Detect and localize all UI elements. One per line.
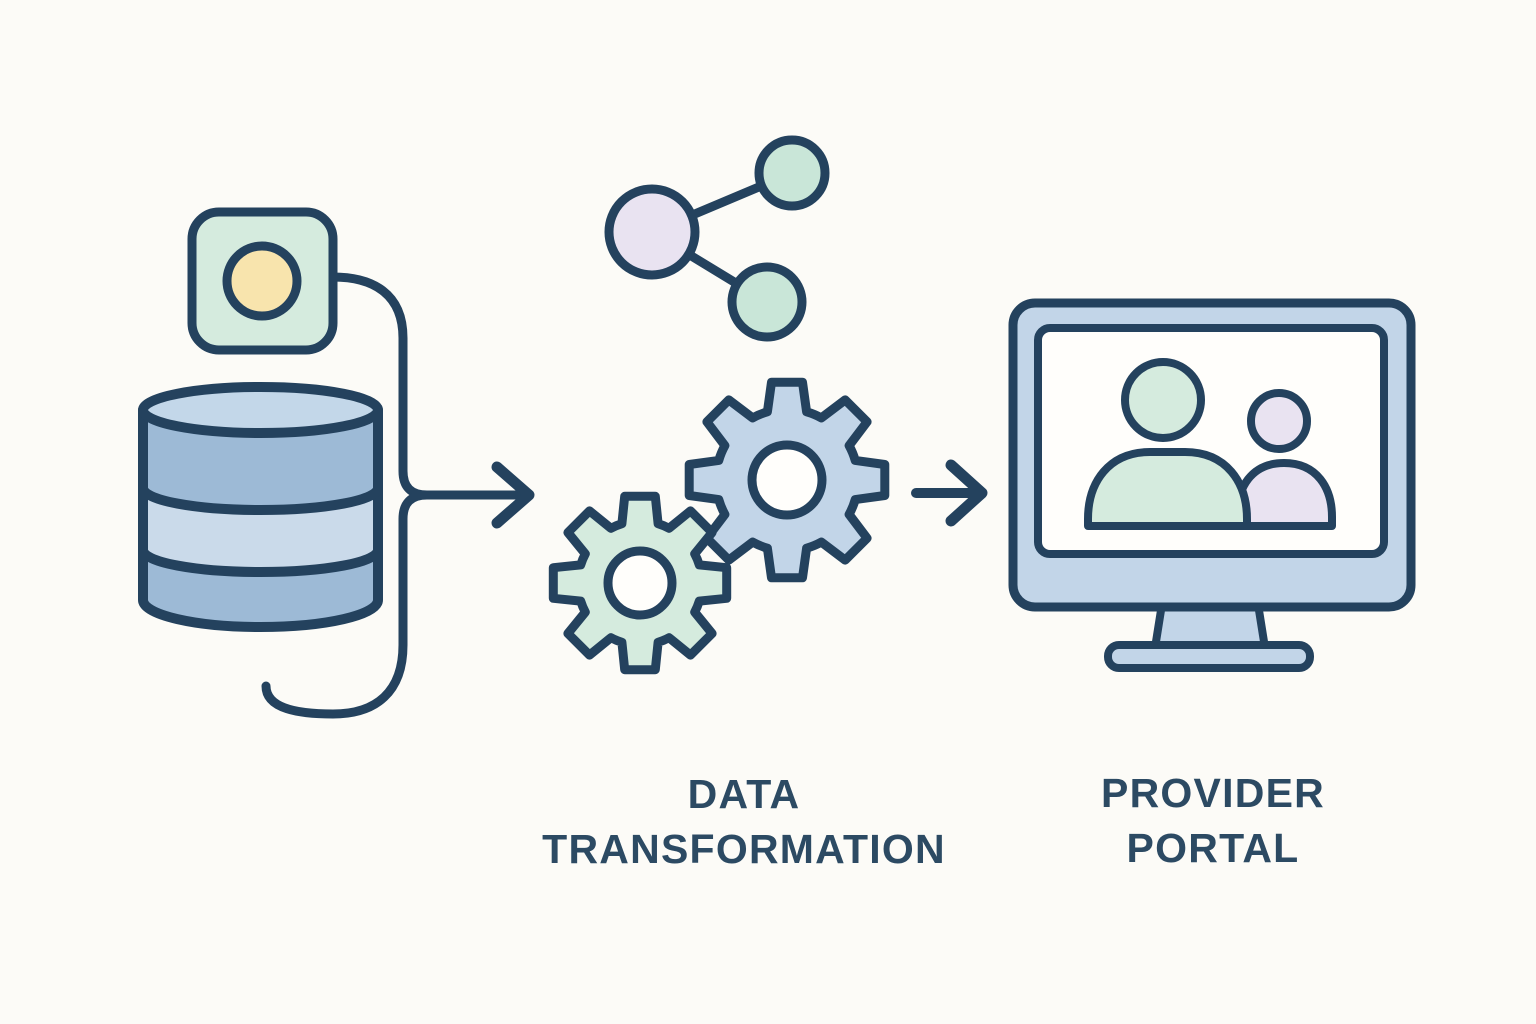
user-secondary-body (1233, 459, 1336, 530)
arrow-head-right (945, 459, 988, 527)
gear-large-hole (747, 440, 827, 520)
portal-label-line1: PROVIDER (1101, 770, 1325, 816)
database-icon (138, 382, 383, 632)
arrow-head-left (491, 461, 535, 529)
user-secondary-head (1247, 389, 1311, 453)
app-node-dot (222, 241, 302, 321)
database-divider-1 (138, 483, 383, 515)
share-hub-circle (604, 184, 700, 280)
database-outline (138, 405, 383, 632)
app-node-icon (187, 207, 338, 355)
source-connector (261, 272, 522, 719)
gear-small-hole (603, 546, 677, 620)
user-primary-head (1121, 358, 1205, 442)
share-node-bottom-circle (727, 262, 807, 342)
portal-label-line2: PORTAL (1126, 825, 1300, 871)
monitor-stand-base (1104, 641, 1314, 672)
share-node-top-circle (754, 135, 830, 211)
database-top (138, 382, 383, 438)
database-divider-2 (138, 545, 383, 577)
monitor-users-icon (1008, 298, 1416, 672)
connector-lower-hook (261, 490, 432, 719)
user-primary-body (1084, 448, 1251, 530)
transformation-label-line1: DATA (687, 771, 801, 817)
gears-icon (548, 377, 890, 675)
portal-label: PROVIDER PORTAL (1101, 766, 1325, 876)
transformation-label-line2: TRANSFORMATION (542, 826, 946, 872)
flow-arrow-right (911, 459, 988, 527)
transformation-label: DATA TRANSFORMATION (542, 767, 946, 877)
share-network-icon (604, 135, 830, 342)
